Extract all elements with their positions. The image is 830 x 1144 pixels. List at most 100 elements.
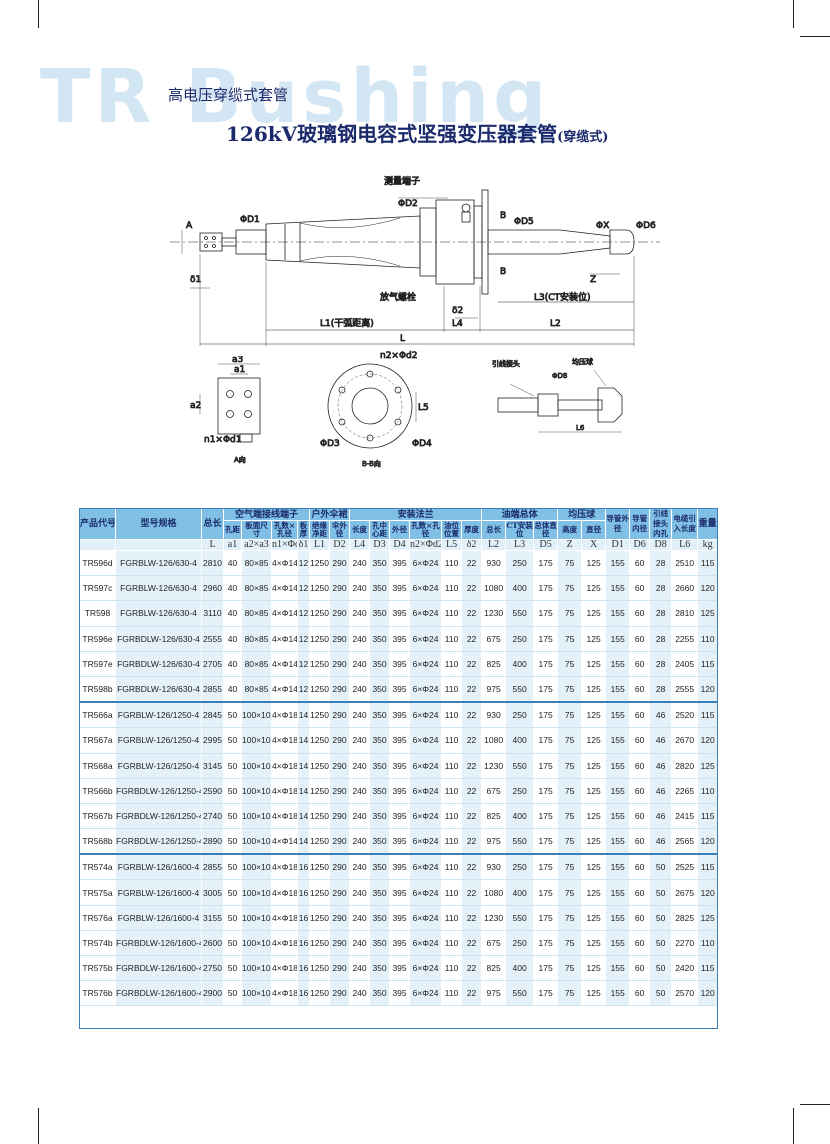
table-cell: 290 bbox=[329, 600, 351, 627]
table-cell: 50 bbox=[223, 802, 242, 830]
label-d5: ΦD5 bbox=[514, 217, 534, 227]
table-cell: 4×Φ14 bbox=[271, 625, 298, 652]
symbol-cell: L bbox=[201, 539, 224, 551]
table-cell: 2960 bbox=[201, 575, 224, 602]
table-cell: 115 bbox=[697, 954, 719, 982]
header-grading: 均压球 bbox=[557, 507, 607, 522]
header-air-terminal: 空气端接线端子 bbox=[222, 507, 311, 522]
table-cell: 110 bbox=[441, 879, 463, 906]
table-row: TR574aFGRBLW-126/1600-4285550100×1054×Φ1… bbox=[79, 853, 719, 881]
table-cell: 16 bbox=[296, 980, 311, 1007]
model-cell: FGRBLW-126/630-4 bbox=[115, 549, 202, 577]
table-row: TR568bFGRBDLW-126/1250-4289050100×1054×Φ… bbox=[79, 828, 719, 855]
table-cell: 1250 bbox=[309, 575, 331, 602]
table-cell: 2525 bbox=[671, 853, 699, 881]
table-cell: 6×Φ24 bbox=[409, 828, 443, 855]
table-cell: 2675 bbox=[671, 879, 699, 906]
table-cell: 175 bbox=[533, 625, 559, 652]
table-cell: 155 bbox=[605, 575, 631, 602]
table-cell: 4×Φ18 bbox=[271, 802, 298, 830]
table-cell: 240 bbox=[349, 650, 371, 677]
label-b-bottom: B bbox=[500, 267, 506, 277]
table-cell: 975 bbox=[481, 980, 507, 1007]
table-cell: 175 bbox=[533, 853, 559, 881]
table-cell: 100×105 bbox=[241, 879, 272, 906]
table-cell: 2810 bbox=[671, 600, 699, 627]
table-row: TR575aFGRBLW-126/1600-4300550100×1054×Φ1… bbox=[79, 879, 719, 906]
table-cell: 240 bbox=[349, 727, 371, 754]
table-cell: 110 bbox=[441, 625, 463, 652]
table-cell: 6×Φ24 bbox=[409, 929, 443, 957]
table-cell: 100×105 bbox=[241, 954, 272, 982]
label-z: Z bbox=[590, 275, 596, 285]
table-cell: 155 bbox=[605, 929, 631, 957]
table-cell: 4×Φ18 bbox=[271, 980, 298, 1007]
table-cell: 975 bbox=[481, 675, 507, 703]
header-guide-id: 导管内径 bbox=[629, 508, 651, 540]
table-cell: 350 bbox=[369, 600, 391, 627]
label-view-a: A向 bbox=[234, 455, 246, 464]
table-cell: 2810 bbox=[201, 549, 224, 577]
table-cell: 22 bbox=[461, 802, 483, 830]
table-cell: 2845 bbox=[201, 701, 224, 729]
table-cell: 240 bbox=[349, 802, 371, 830]
label-l: L bbox=[400, 334, 405, 344]
table-cell: 50 bbox=[649, 929, 673, 957]
table-cell: 4×Φ14 bbox=[271, 600, 298, 627]
table-cell: 350 bbox=[369, 777, 391, 804]
table-cell: 12 bbox=[296, 625, 311, 652]
table-cell: 100×105 bbox=[241, 802, 272, 830]
page-subtitle: 高电压穿缆式套管 bbox=[168, 86, 289, 104]
table-cell: 290 bbox=[329, 777, 351, 804]
table-cell: 60 bbox=[629, 752, 651, 779]
table-row: TR566bFGRBDLW-126/1250-4259050100×1054×Φ… bbox=[79, 777, 719, 804]
table-cell: 6×Φ24 bbox=[409, 954, 443, 982]
label-d8: ΦD8 bbox=[552, 372, 567, 380]
table-cell: 240 bbox=[349, 879, 371, 906]
table-cell: 6×Φ24 bbox=[409, 879, 443, 906]
table-cell: 125 bbox=[581, 777, 607, 804]
label-n2d2: n2×Φd2 bbox=[380, 351, 418, 361]
symbol-cell: D5 bbox=[533, 539, 559, 551]
table-cell: 1250 bbox=[309, 625, 331, 652]
table-cell: 395 bbox=[389, 904, 411, 931]
table-cell: 75 bbox=[557, 675, 583, 703]
table-cell: 4×Φ18 bbox=[271, 853, 298, 881]
sub-thickness: 厚度 bbox=[461, 520, 483, 540]
table-cell: 110 bbox=[697, 625, 719, 652]
spec-table: 产品代号 型号规格 总长 空气端接线端子 户外伞裙 安装法兰 油端总体 均压球 … bbox=[79, 507, 719, 1007]
table-cell: 400 bbox=[505, 802, 535, 830]
table-cell: 395 bbox=[389, 600, 411, 627]
table-cell: 350 bbox=[369, 954, 391, 982]
table-cell: 80×85 bbox=[241, 549, 272, 577]
table-cell: 1250 bbox=[309, 675, 331, 703]
product-code-cell: TR598 bbox=[79, 600, 116, 627]
table-cell: 125 bbox=[581, 752, 607, 779]
model-cell: FGRBDLW-126/630-4 bbox=[115, 650, 202, 677]
product-code-cell: TR567b bbox=[79, 802, 116, 830]
table-cell: 110 bbox=[441, 828, 463, 855]
symbol-cell: D6 bbox=[629, 539, 651, 551]
table-cell: 6×Φ24 bbox=[409, 701, 443, 729]
table-cell: 675 bbox=[481, 777, 507, 804]
table-cell: 60 bbox=[629, 701, 651, 729]
table-cell: 175 bbox=[533, 777, 559, 804]
label-d3: ΦD3 bbox=[320, 439, 340, 449]
table-cell: 250 bbox=[505, 701, 535, 729]
table-cell: 2670 bbox=[671, 727, 699, 754]
table-cell: 120 bbox=[697, 575, 719, 602]
table-cell: 12 bbox=[296, 600, 311, 627]
table-cell: 75 bbox=[557, 650, 583, 677]
table-cell: 290 bbox=[329, 879, 351, 906]
model-cell: FGRBLW-126/630-4 bbox=[115, 600, 202, 627]
table-cell: 350 bbox=[369, 828, 391, 855]
table-cell: 240 bbox=[349, 853, 371, 881]
table-cell: 2740 bbox=[201, 802, 224, 830]
label-delta1: δ1 bbox=[190, 275, 201, 285]
table-cell: 80×85 bbox=[241, 625, 272, 652]
sub-plate-thk: 板厚 bbox=[296, 520, 311, 540]
symbol-cell: δ1 bbox=[296, 539, 311, 551]
table-cell: 350 bbox=[369, 904, 391, 931]
table-cell: 1250 bbox=[309, 600, 331, 627]
